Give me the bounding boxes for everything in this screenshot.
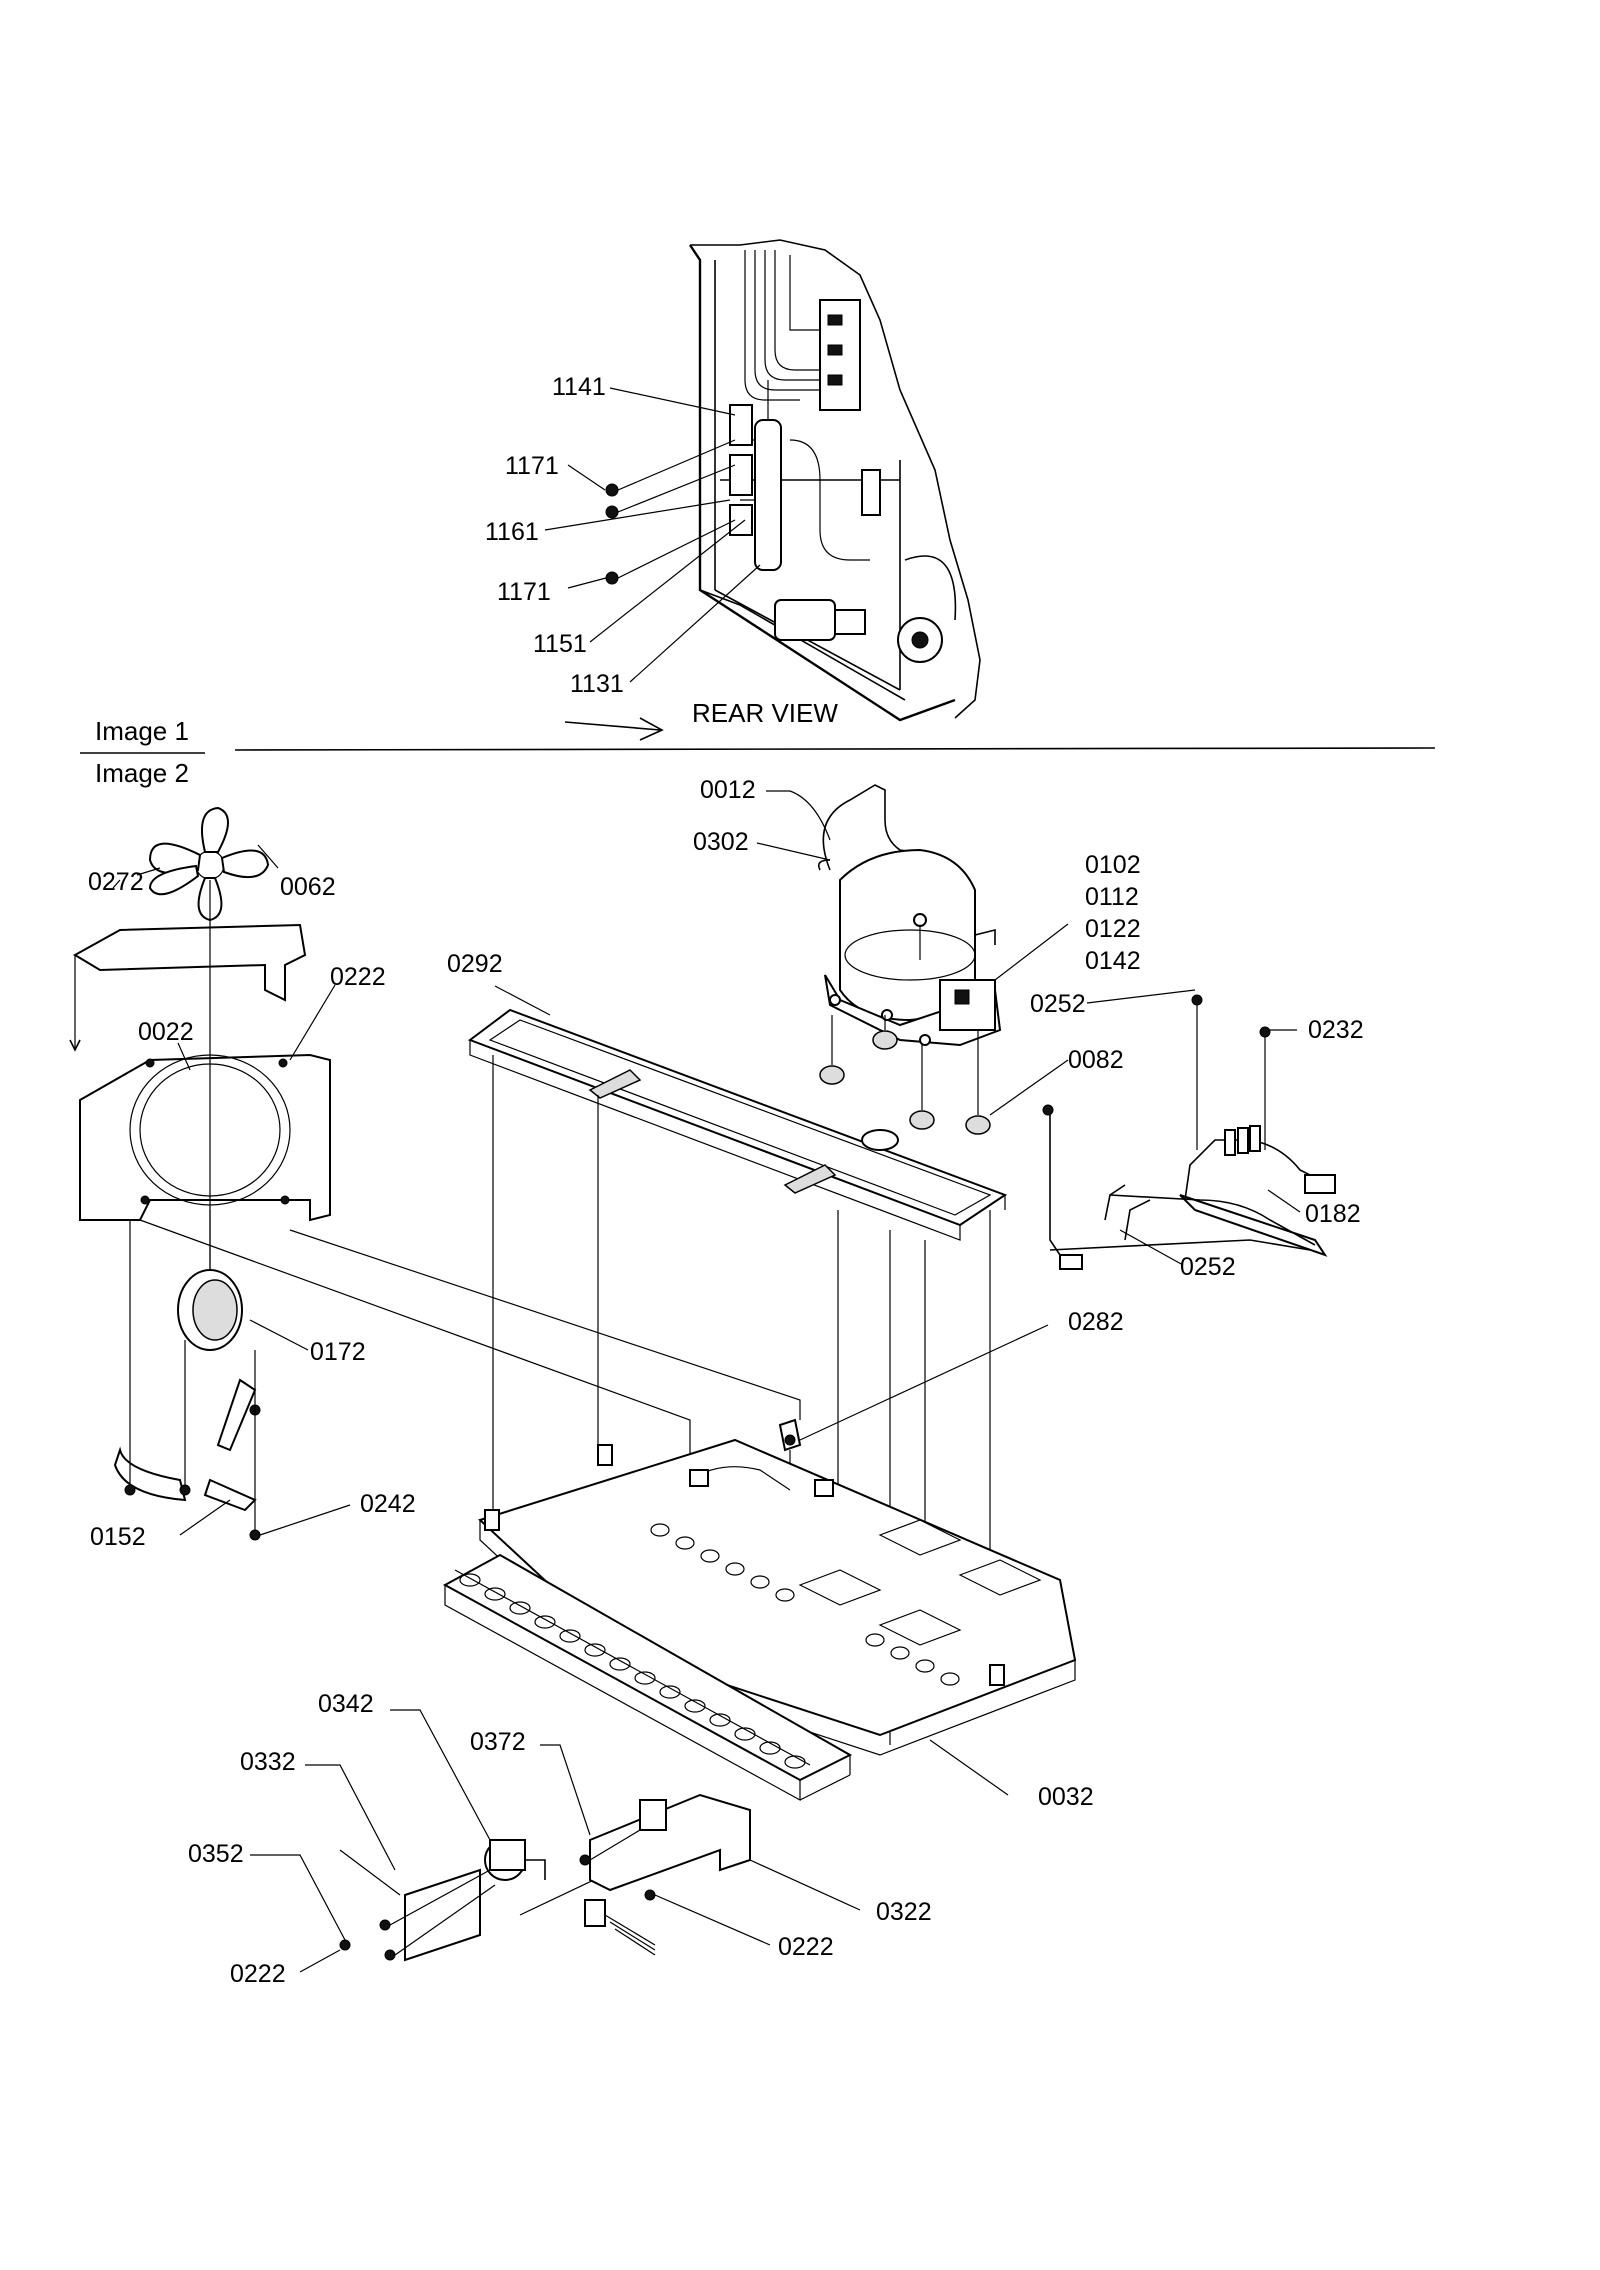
callout-0122: 0122 (1085, 915, 1141, 943)
fan-housing-drawing (79, 1053, 331, 1222)
callout-1161: 1161 (485, 518, 539, 546)
callout-0112: 0112 (1085, 883, 1139, 911)
callout-0152: 0152 (90, 1523, 146, 1551)
callout-0062: 0062 (280, 873, 336, 901)
callout-0332: 0332 (240, 1748, 296, 1776)
callout-0142: 0142 (1085, 947, 1141, 975)
callout-0222-fan: 0222 (330, 963, 386, 991)
section-divider (234, 747, 1436, 751)
callout-0252-upper: 0252 (1030, 990, 1086, 1018)
callout-1171-lower: 1171 (497, 578, 551, 606)
callout-1131: 1131 (570, 670, 624, 698)
callout-1141: 1141 (552, 373, 606, 401)
callout-0182: 0182 (1305, 1200, 1361, 1228)
rear-view-illustration (544, 239, 981, 741)
image-1-label: Image 1 (95, 716, 189, 746)
callout-0302: 0302 (693, 828, 749, 856)
callout-0282: 0282 (1068, 1308, 1124, 1336)
callout-0172: 0172 (310, 1338, 366, 1366)
callout-0012: 0012 (700, 776, 756, 804)
callout-0032: 0032 (1038, 1783, 1094, 1811)
evaporator-coil-loops (459, 1523, 960, 1769)
main-assembly-illustration (69, 784, 1336, 1973)
callout-0022: 0022 (138, 1018, 194, 1046)
callout-0372: 0372 (470, 1728, 526, 1756)
rear-view-label: REAR VIEW (692, 698, 838, 728)
callout-0222-bracket: 0222 (778, 1933, 834, 1961)
callout-0342: 0342 (318, 1690, 374, 1718)
callout-0292: 0292 (447, 950, 503, 978)
callout-0232: 0232 (1308, 1016, 1364, 1044)
image-2-label: Image 2 (95, 758, 189, 788)
callout-0102: 0102 (1085, 851, 1141, 879)
fan-motor-drawing (177, 880, 243, 1351)
evaporator-cover-drawing (467, 1008, 1008, 1745)
callout-0242: 0242 (360, 1490, 416, 1518)
callout-0322: 0322 (876, 1898, 932, 1926)
callout-0352: 0352 (188, 1840, 244, 1868)
callout-0082: 0082 (1068, 1046, 1124, 1074)
evaporator-pan-drawing (442, 1438, 1077, 1802)
callout-1151: 1151 (533, 630, 587, 658)
compressor-drawing (817, 784, 1002, 1135)
callout-0272: 0272 (88, 868, 144, 896)
callout-1171-upper: 1171 (505, 452, 559, 480)
callout-0252-lower: 0252 (1180, 1253, 1236, 1281)
wire-harness-drawing (1042, 994, 1336, 1270)
fan-blade-drawing (148, 806, 270, 922)
control-bracket-drawing (579, 1793, 751, 1901)
callout-0222-timer: 0222 (230, 1960, 286, 1988)
